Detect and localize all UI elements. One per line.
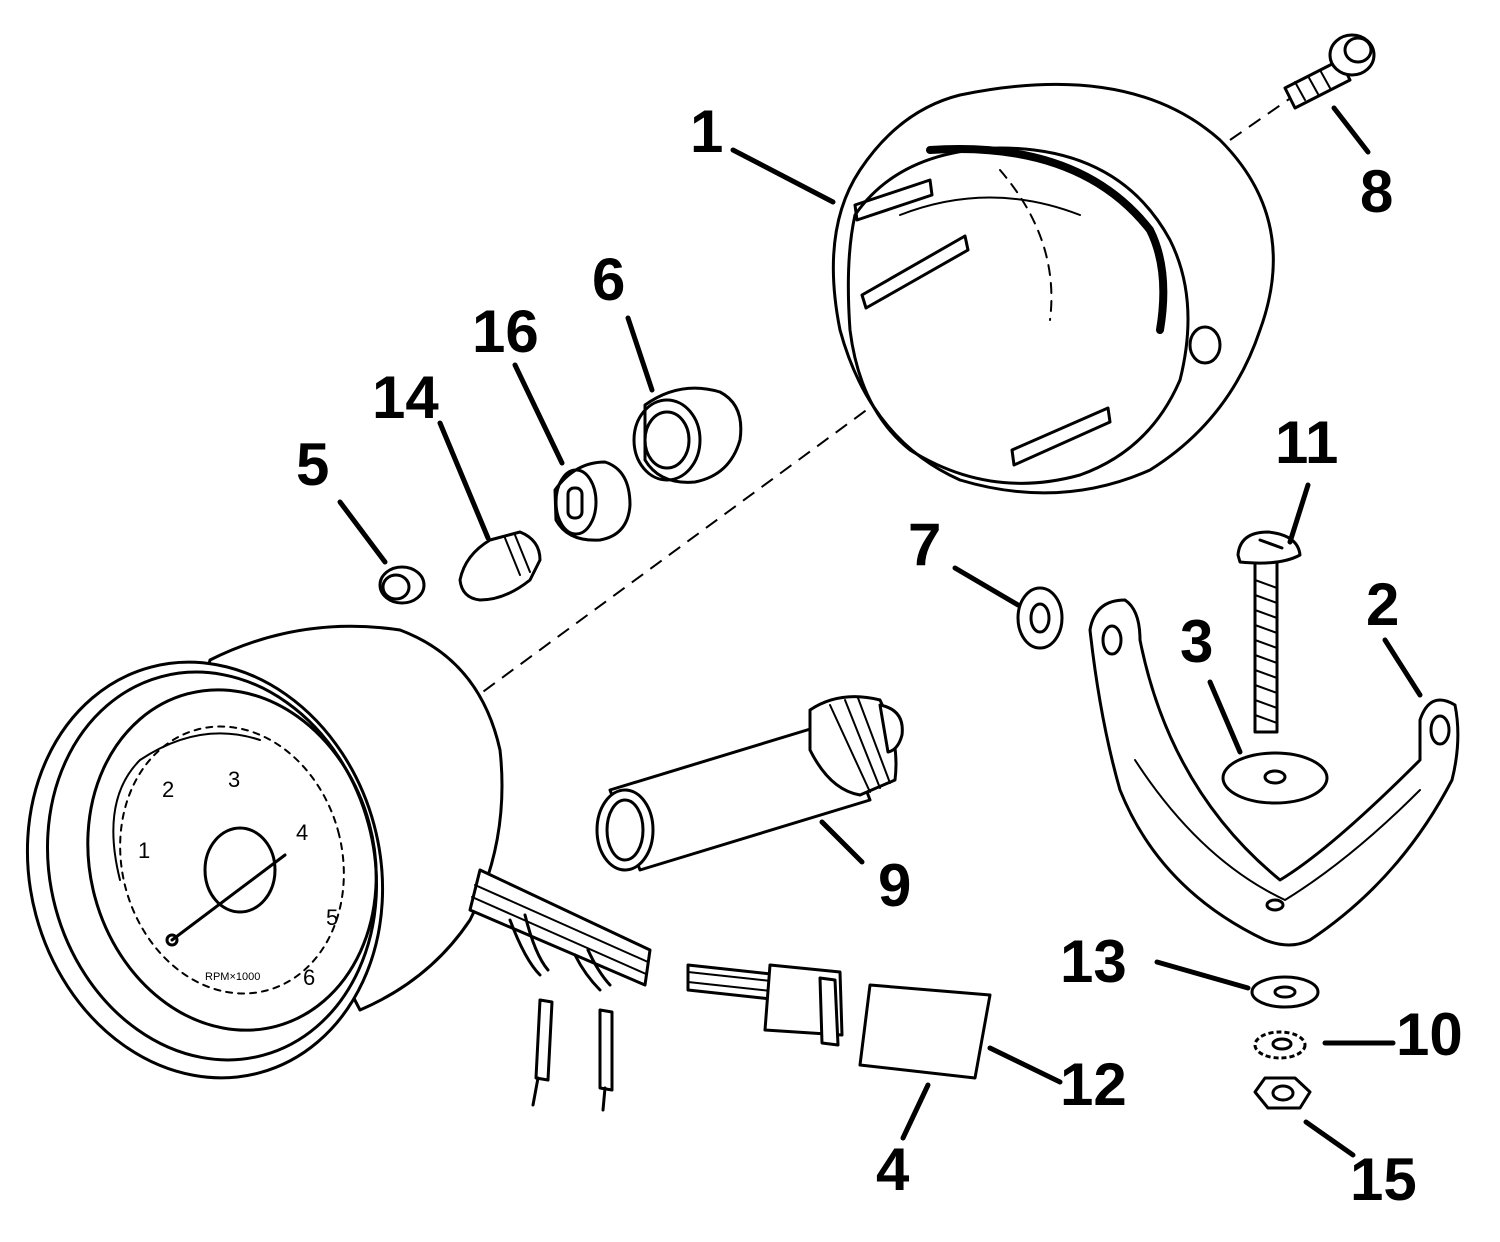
bulb-14	[458, 530, 542, 602]
dial-number-3: 3	[228, 767, 240, 792]
callout-13: 13	[1060, 928, 1127, 995]
leader-11	[1287, 482, 1311, 545]
socket-16	[553, 460, 632, 542]
grommet-6	[632, 386, 743, 484]
sleeve-9	[595, 695, 904, 872]
dial-number-5: 5	[326, 905, 338, 930]
dial-number-2: 2	[162, 777, 174, 802]
dial-number-6: 6	[303, 965, 315, 990]
leader-3	[1207, 679, 1243, 755]
screw-8	[1283, 33, 1376, 110]
callout-15: 15	[1350, 1146, 1417, 1213]
leader-5	[337, 499, 388, 565]
callout-6: 6	[592, 246, 625, 313]
cap-5	[378, 565, 426, 605]
bracket-2	[1088, 598, 1460, 947]
callout-10: 10	[1396, 1001, 1463, 1068]
callout-7: 7	[908, 511, 941, 578]
leader-7	[952, 565, 1021, 608]
callout-4: 4	[876, 1136, 910, 1203]
gauge-wires	[468, 868, 652, 1112]
callout-11: 11	[1275, 409, 1338, 476]
callout-5: 5	[296, 431, 329, 498]
leader-13	[1154, 959, 1251, 991]
connector-12	[686, 963, 992, 1080]
leader-6	[625, 315, 655, 393]
leader-2	[1382, 637, 1423, 698]
nut-15	[1253, 1076, 1312, 1110]
leader-15	[1303, 1119, 1356, 1158]
leader-12	[987, 1045, 1063, 1085]
leader-9	[819, 819, 865, 865]
callout-1: 1	[690, 98, 723, 165]
dial-label: RPM×1000	[205, 971, 260, 983]
callout-2: 2	[1366, 571, 1399, 638]
callout-3: 3	[1180, 608, 1213, 675]
leader-1	[730, 147, 836, 205]
washer-13	[1250, 975, 1320, 1009]
leader-4	[900, 1082, 931, 1141]
tachometer-gauge	[25, 624, 504, 1080]
dial-number-1: 1	[138, 838, 150, 863]
callout-16: 16	[472, 298, 539, 365]
leader-14	[437, 420, 491, 541]
bolt-11	[1236, 530, 1302, 734]
callout-12: 12	[1060, 1051, 1127, 1118]
housing-cup	[831, 82, 1275, 495]
flat-washer-3	[1221, 751, 1329, 805]
dial-number-4: 4	[296, 820, 308, 845]
callout-9: 9	[878, 852, 911, 919]
callout-14: 14	[372, 364, 439, 431]
assembly-line-2	[1229, 94, 1296, 141]
leader-16	[512, 362, 565, 466]
washer-7	[1016, 586, 1064, 650]
leader-8	[1331, 105, 1371, 155]
lockwasher-10	[1253, 1030, 1307, 1060]
callout-8: 8	[1360, 158, 1393, 225]
